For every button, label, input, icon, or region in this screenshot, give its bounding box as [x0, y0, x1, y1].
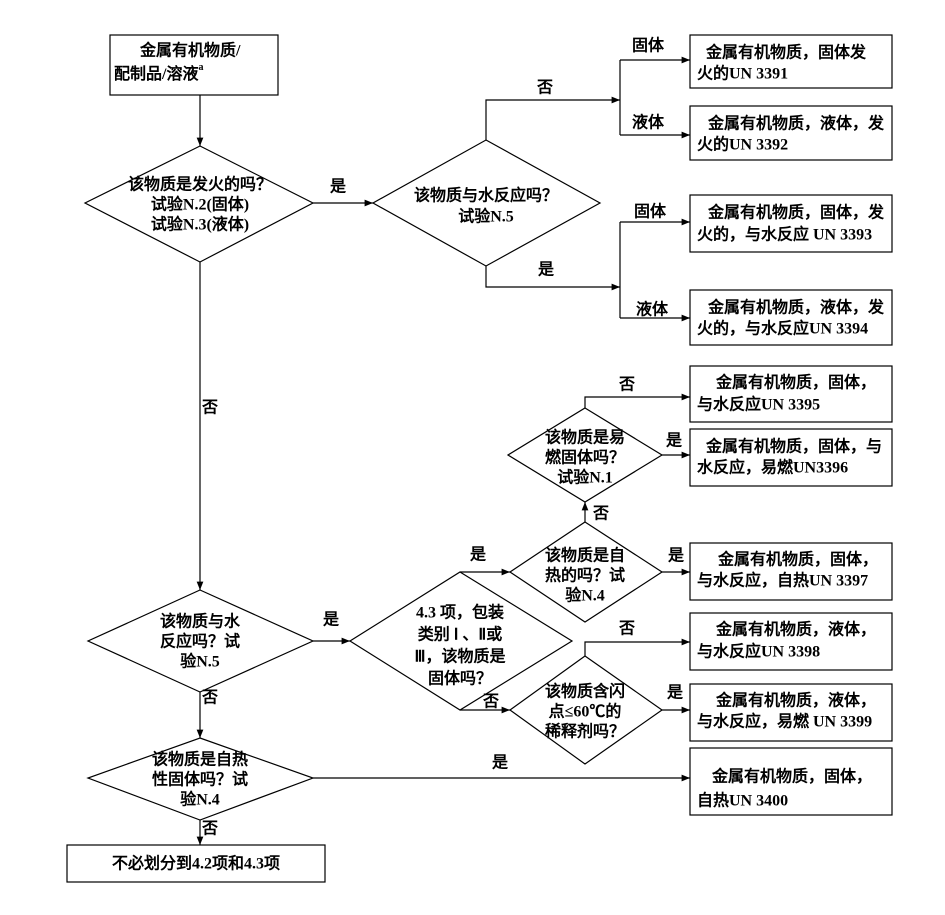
decision-water-reactive-2-line: 反应吗？试: [160, 632, 240, 651]
result-un3394-box: [689, 289, 893, 346]
decision-flammable-solid-line: 试验N.1: [557, 468, 613, 487]
result-un3397-line: 与水反应，自热UN 3397: [697, 571, 868, 590]
result-not-classified-text: 不必划分到4.2项和4.3项: [112, 854, 280, 873]
decision-pyrophoric: [83, 145, 315, 263]
result-un3393-box: [689, 194, 893, 253]
decision-self-heating-line: 热的吗？试: [545, 566, 625, 585]
decision-div43-solid-line: 4.3 项，包装: [416, 603, 504, 622]
decision-pyrophoric-line: 该物质是发火的吗？: [128, 175, 272, 194]
decision-div43-solid: [348, 571, 574, 711]
decision-flash-point-line: 点≤60℃的: [549, 702, 622, 721]
start-text-line-span: 配制品/溶液: [114, 64, 199, 83]
start-footnote-marker: a: [198, 62, 203, 73]
result-un3392-box: [689, 105, 893, 161]
label-water2-no: 否: [201, 689, 218, 707]
label-flash-no: 否: [618, 620, 635, 638]
result-un3396-box: [689, 428, 893, 487]
result-un3391-line: 金属有机物质，固体发: [705, 43, 867, 62]
result-un3391-box: [689, 34, 893, 89]
decision-water-reactive-1: [371, 139, 602, 267]
decision-self-heating-solid-line: 验N.4: [180, 790, 220, 809]
decision-div43-solid-line: 类别 Ⅰ 、Ⅱ或: [418, 625, 503, 644]
decision-flammable-solid-line: 燃固体吗？: [545, 448, 625, 467]
label-pyrophoric-yes: 是: [329, 178, 346, 196]
result-un3392-line: 金属有机物质，液体，发: [707, 114, 885, 133]
label-water1-yes-liquid: 液体: [636, 300, 669, 319]
label-self-heating-yes: 是: [667, 547, 684, 565]
decision-div43-solid-line: 固体吗？: [428, 669, 492, 688]
decision-water-reactive-2-line: 验N.5: [180, 652, 220, 671]
decision-div43-solid-line: Ⅲ，该物质是: [414, 647, 505, 666]
label-self-heating-solid-no: 否: [201, 820, 218, 838]
label-flammable-no: 否: [618, 376, 635, 394]
result-un3398-line: 金属有机物质，液体，: [715, 620, 876, 639]
label-water1-yes: 是: [537, 261, 554, 279]
edge-flash-no: [584, 638, 690, 656]
start-text-line: 配制品/溶液a: [114, 62, 203, 83]
decision-self-heating-solid-line: 该物质是自热: [152, 750, 248, 769]
decision-water-reactive-2-line: 该物质与水: [160, 612, 241, 631]
label-water1-no-liquid: 液体: [632, 113, 665, 132]
result-un3393-line: 金属有机物质，固体，发: [707, 203, 885, 222]
decision-flammable-solid-line: 该物质是易: [545, 428, 625, 447]
decision-flash-point-line: 该物质含闪: [545, 682, 625, 701]
result-un3400-box: [689, 747, 893, 816]
result-un3397-line: 金属有机物质，固体，: [717, 550, 878, 569]
decision-flash-point: [508, 655, 664, 765]
result-un3391-line: 火的UN 3391: [697, 64, 788, 83]
result-not-classified-box: [66, 844, 326, 883]
decision-self-heating-line: 该物质是自: [545, 546, 625, 565]
label-self-heating-solid-yes: 是: [491, 754, 508, 772]
result-un3398-box: [689, 612, 893, 671]
label-pyrophoric-no: 否: [201, 399, 218, 417]
label-div43-no: 否: [482, 693, 499, 711]
result-un3399-box: [689, 683, 893, 742]
result-un3395-line: 金属有机物质，固体，: [715, 373, 876, 392]
decision-water-reactive-1-line: 试验N.5: [458, 207, 514, 226]
decision-self-heating-solid-line: 性固体吗？试: [152, 770, 248, 789]
label-div43-yes: 是: [469, 546, 486, 564]
decision-self-heating-solid: [86, 737, 315, 821]
result-un3399-line: 金属有机物质，液体，: [715, 691, 876, 710]
label-flammable-yes: 是: [665, 432, 682, 450]
label-water1-no: 否: [536, 79, 553, 97]
result-un3393-line: 火的，与水反应 UN 3393: [697, 225, 872, 244]
result-un3396-line: 水反应，易燃UN3396: [697, 458, 848, 477]
edge-water1-yes: [485, 266, 620, 291]
label-self-heating-no: 否: [592, 505, 609, 523]
label-water1-no-solid: 固体: [632, 36, 665, 55]
result-un3392-line: 火的UN 3392: [697, 135, 788, 154]
result-un3400-line: 金属有机物质，固体，: [711, 767, 872, 786]
edge-flammable-no: [584, 393, 690, 408]
result-un3394-line: 火的，与水反应UN 3394: [697, 319, 868, 338]
result-un3399-line: 与水反应，易燃 UN 3399: [697, 712, 872, 731]
edge-water1-no: [485, 96, 620, 140]
start-text-line: 金属有机物质/: [139, 41, 241, 60]
label-water2-yes: 是: [322, 611, 339, 629]
result-un3398-line: 与水反应UN 3398: [697, 642, 820, 661]
decision-flammable-solid: [506, 407, 664, 503]
decision-pyrophoric-line: 试验N.2(固体): [151, 195, 249, 214]
result-un3395-line: 与水反应UN 3395: [697, 395, 820, 414]
decision-self-heating-line: 验N.4: [565, 586, 605, 605]
decision-flash-point-line: 稀释剂吗？: [545, 722, 625, 741]
decision-pyrophoric-line: 试验N.3(液体): [151, 215, 249, 234]
result-un3400-line: 自热UN 3400: [697, 791, 788, 810]
decision-water-reactive-2: [86, 589, 315, 693]
decision-water-reactive-1-line: 该物质与水反应吗？: [414, 186, 558, 205]
label-flash-yes: 是: [666, 684, 683, 702]
label-water1-yes-solid: 固体: [634, 202, 667, 221]
result-un3394-line: 金属有机物质，液体，发: [707, 298, 885, 317]
decision-self-heating: [508, 521, 664, 623]
start-box: [109, 34, 279, 96]
result-un3397-box: [689, 542, 893, 601]
result-un3396-line: 金属有机物质，固体，与: [705, 437, 882, 456]
result-un3395-box: [689, 365, 893, 423]
